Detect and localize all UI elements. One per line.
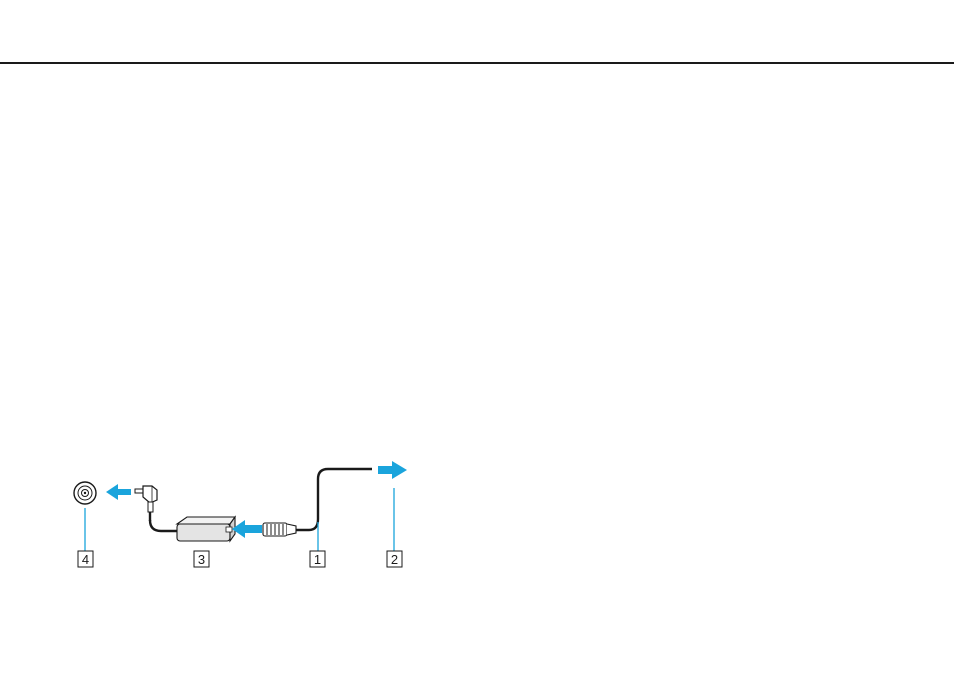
arrow-to-ac-outlet-icon: [378, 461, 407, 479]
callout-3: 3: [194, 551, 209, 567]
power-cord: [296, 469, 372, 530]
dc-in-port-icon: [74, 482, 96, 504]
callout-1: 1: [310, 551, 325, 567]
callout-4: 4: [78, 551, 93, 567]
svg-text:2: 2: [391, 552, 398, 567]
arrow-to-dc-in-icon: [106, 484, 131, 500]
dc-plug-icon: [135, 486, 157, 521]
callout-2: 2: [387, 551, 402, 567]
ac-adapter-icon: [177, 517, 235, 541]
dc-cable: [150, 520, 177, 531]
svg-text:1: 1: [314, 552, 321, 567]
power-cord-plug-icon: [263, 523, 296, 536]
svg-text:4: 4: [82, 552, 89, 567]
svg-text:3: 3: [198, 552, 205, 567]
arrow-to-adapter-icon: [232, 520, 262, 538]
